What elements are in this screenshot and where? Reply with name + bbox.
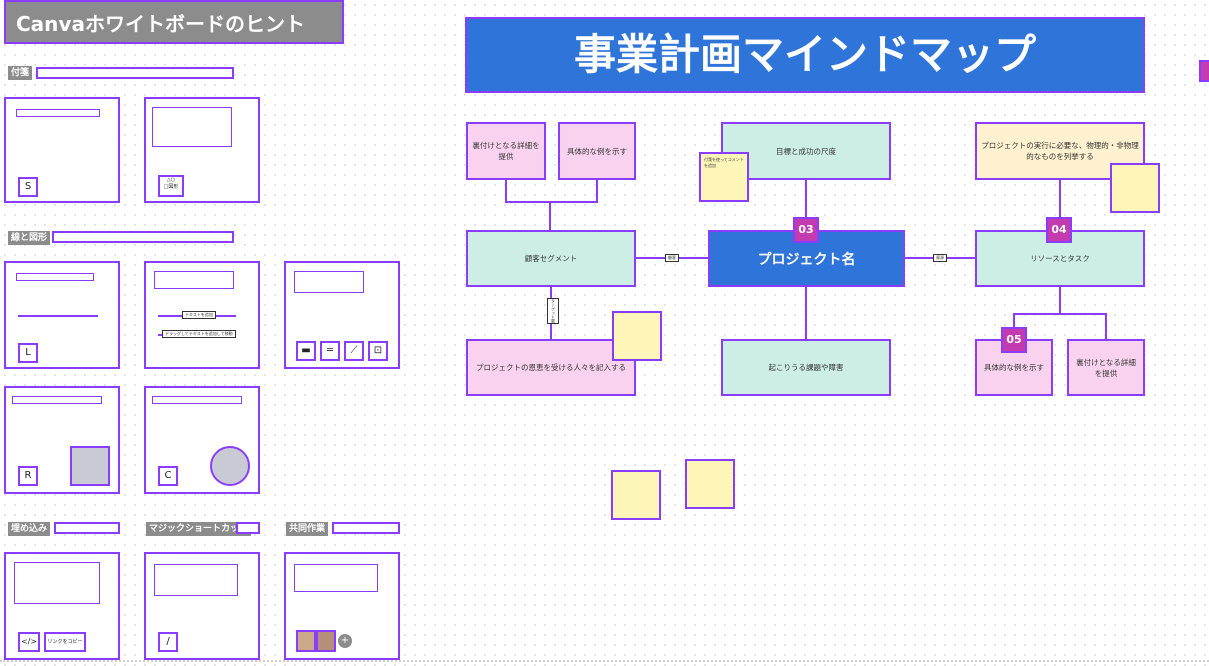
embed-code-icon: </> <box>18 632 40 652</box>
step-badge-03[interactable]: 03 <box>793 217 819 243</box>
node-details-right[interactable]: 裏付けとなる詳細を提供 <box>1067 339 1145 396</box>
page-bottom-edge <box>0 660 1209 662</box>
node-details-left[interactable]: 裏付けとなる詳細を提供 <box>466 122 546 180</box>
node-beneficiaries[interactable]: プロジェクトの恩恵を受ける人々を記入する <box>466 339 636 396</box>
line-style-hint-card[interactable]: ▬ ═ ⟋ ⊡ <box>284 261 400 369</box>
hints-title[interactable]: Canvaホワイトボードのヒント <box>4 0 344 44</box>
add-collaborator-icon[interactable]: + <box>338 634 352 648</box>
hint-text <box>154 271 234 289</box>
sticky-hint-card[interactable]: S <box>4 97 120 203</box>
magic-shortcut-card[interactable]: / <box>144 552 260 660</box>
section-label-embed[interactable]: 埋め込み <box>8 522 51 536</box>
node-goals[interactable]: 目標と成功の尺度 <box>721 122 891 180</box>
section-line-magic <box>236 522 260 534</box>
sticky-note[interactable] <box>685 459 735 509</box>
hint-text <box>12 396 102 404</box>
hint-text <box>16 109 100 117</box>
line-sample <box>18 315 98 317</box>
hint-text <box>294 271 364 293</box>
circle-sample <box>210 446 250 486</box>
shapes-icon: △○□図形 <box>158 175 184 197</box>
magic-shortcut-key: / <box>158 632 178 652</box>
hint-text <box>294 564 378 592</box>
line-hint-card[interactable]: L <box>4 261 120 369</box>
hint-text <box>16 273 94 281</box>
connector-tag-resource[interactable]: 資源 <box>933 254 947 262</box>
circle-hint-card[interactable]: C <box>144 386 260 494</box>
step-badge-04[interactable]: 04 <box>1046 217 1072 243</box>
line-text-hint-card[interactable]: テキストを追加 ドラッグしてテキストを追加して移動 <box>144 261 260 369</box>
hint-text <box>152 396 242 404</box>
node-challenges[interactable]: 起こりうる課題や障害 <box>721 339 891 396</box>
avatar <box>316 630 336 652</box>
sticky-note[interactable] <box>1110 163 1160 213</box>
section-label-lines[interactable]: 線と図形 <box>8 231 51 245</box>
line-double-icon[interactable]: ═ <box>320 341 340 361</box>
section-line-lines <box>52 231 234 243</box>
node-resources-detail[interactable]: プロジェクトの実行に必要な、物理的・非物理的なものを列挙する <box>975 122 1145 180</box>
sticky-note[interactable]: 付箋を使ってコメントを追加 <box>699 152 749 202</box>
copy-link-button[interactable]: リンクをコピー <box>44 632 86 652</box>
line-curve-icon[interactable]: ⟋ <box>344 341 364 361</box>
line-label: テキストを追加 <box>182 311 216 319</box>
circle-shortcut-key: C <box>158 466 178 486</box>
rect-hint-card[interactable]: R <box>4 386 120 494</box>
line-label: ドラッグしてテキストを追加して移動 <box>162 330 236 338</box>
step-badge-05[interactable]: 05 <box>1001 327 1027 353</box>
rectangle-sample <box>70 446 110 486</box>
avatar <box>296 630 316 652</box>
connector-tag-target[interactable]: ターゲット層 <box>547 298 559 324</box>
mindmap-title[interactable]: 事業計画マインドマップ <box>465 17 1145 93</box>
line-elbow-icon[interactable]: ⊡ <box>368 341 388 361</box>
line-straight-icon[interactable]: ▬ <box>296 341 316 361</box>
node-example-left[interactable]: 具体的な例を示す <box>558 122 636 180</box>
section-label-magic[interactable]: マジックショートカット <box>146 522 252 536</box>
rect-shortcut-key: R <box>18 466 38 486</box>
hint-text <box>154 564 238 596</box>
hint-text <box>152 107 232 147</box>
section-line-collab <box>332 522 400 534</box>
hint-text <box>14 562 100 604</box>
connector-tag-customer[interactable]: 顧客 <box>665 254 679 262</box>
collab-hint-card[interactable]: + <box>284 552 400 660</box>
shape-hint-card[interactable]: △○□図形 <box>144 97 260 203</box>
section-line-embed <box>54 522 120 534</box>
line-shortcut-key: L <box>18 343 38 363</box>
embed-hint-card[interactable]: </> リンクをコピー <box>4 552 120 660</box>
section-line-sticky <box>36 67 234 79</box>
node-customer-segment[interactable]: 顧客セグメント <box>466 230 636 287</box>
sticky-note[interactable] <box>612 311 662 361</box>
section-label-collab[interactable]: 共同作業 <box>286 522 329 536</box>
section-label-sticky[interactable]: 付箋 <box>8 66 33 80</box>
offscreen-badge[interactable] <box>1199 60 1209 82</box>
sticky-note[interactable] <box>611 470 661 520</box>
sticky-shortcut-key: S <box>18 177 38 197</box>
